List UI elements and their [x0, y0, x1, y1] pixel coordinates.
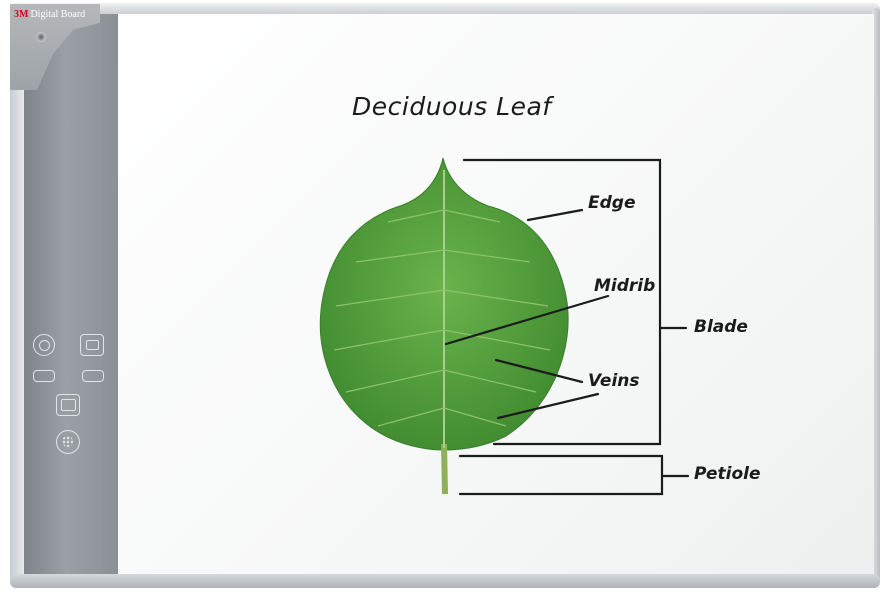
- label-petiole: Petiole: [694, 464, 761, 484]
- label-veins: Veins: [588, 371, 640, 391]
- label-midrib: Midrib: [594, 276, 655, 296]
- leaf-petiole: [441, 444, 448, 494]
- label-blade: Blade: [694, 317, 748, 337]
- label-edge: Edge: [588, 193, 635, 213]
